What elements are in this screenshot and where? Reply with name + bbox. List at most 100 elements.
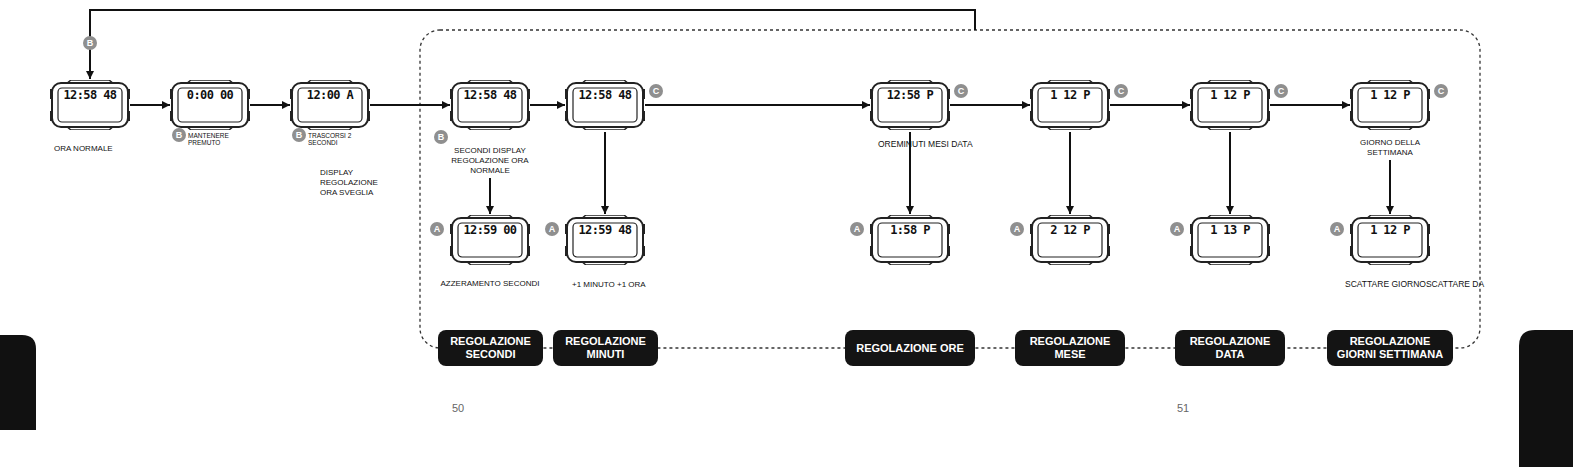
watch-display: 1 12 PGIORNO DELLA SETTIMANA [1350, 80, 1430, 158]
tab-title: REGOLAZIONE DATA [1181, 335, 1279, 361]
watch-button [1427, 246, 1430, 256]
watch-display: 12:59 00AZZERAMENTO SECONDI [450, 215, 530, 289]
watch-case [870, 215, 950, 265]
watch-button [1267, 111, 1270, 121]
display-caption: ORA NORMALE [54, 144, 144, 154]
button-badge: A [850, 222, 864, 236]
watch-face: 2 12 P [1030, 215, 1110, 265]
lcd-readout: 1 12 P [1358, 223, 1422, 257]
flow-arrow [645, 104, 870, 106]
watch-button [565, 89, 568, 99]
watch-case [1190, 215, 1270, 265]
watch-button [1107, 89, 1110, 99]
button-badge: C [1434, 84, 1448, 98]
mode-tab: REGOLAZIONE DATA [1175, 330, 1285, 366]
lcd-readout: 1 13 P [1198, 223, 1262, 257]
flow-arrow [530, 104, 565, 106]
watch-button [290, 111, 293, 121]
lcd-window [1038, 88, 1102, 122]
page-tab [1519, 330, 1573, 467]
watch-display: 0:00 00 [170, 80, 250, 130]
watch-button [1107, 111, 1110, 121]
watch-body [1352, 218, 1428, 262]
watch-button [450, 224, 453, 234]
flow-arrow [1229, 132, 1231, 214]
watch-button [642, 89, 645, 99]
watch-button [127, 89, 130, 99]
watch-button [1427, 224, 1430, 234]
watch-button [1267, 89, 1270, 99]
watch-button [127, 111, 130, 121]
watch-face: 12:59 00 [450, 215, 530, 265]
watch-display: 1 12 P [1350, 215, 1430, 265]
watch-face: 12:58 P [870, 80, 950, 130]
watch-face: 12:58 48 [450, 80, 530, 130]
mode-tab: REGOLAZIONE MINUTI [553, 330, 658, 366]
watch-button [1107, 246, 1110, 256]
lcd-window [458, 223, 522, 257]
watch-button [527, 89, 530, 99]
watch-button [1107, 224, 1110, 234]
watch-button [247, 111, 250, 121]
watch-button [1427, 89, 1430, 99]
watch-button [565, 246, 568, 256]
lcd-window [458, 88, 522, 122]
button-badge: B [172, 128, 186, 142]
lcd-readout: 1:58 P [878, 223, 942, 257]
flow-arrow [1069, 132, 1071, 214]
tab-title: REGOLAZIONE GIORNI SETTIMANA [1333, 335, 1447, 361]
watch-body [52, 83, 128, 127]
watch-button [1267, 246, 1270, 256]
lcd-window [1198, 223, 1262, 257]
watch-button [1190, 224, 1193, 234]
flow-arrow [1270, 104, 1350, 106]
note-text: MANTENERE PREMUTO [188, 132, 244, 147]
page-number: 51 [1177, 402, 1189, 415]
lcd-window [878, 88, 942, 122]
lcd-readout: 12:59 00 [458, 223, 522, 257]
button-badge: A [1010, 222, 1024, 236]
watch-case [450, 80, 530, 130]
watch-body [452, 83, 528, 127]
watch-button [1190, 111, 1193, 121]
watch-button [367, 111, 370, 121]
watch-button [1030, 111, 1033, 121]
watch-case [50, 80, 130, 130]
watch-button [527, 246, 530, 256]
watch-body [1192, 218, 1268, 262]
watch-button [290, 89, 293, 99]
display-caption: SECONDI DISPLAY REGOLAZIONE ORA NORMALE [440, 146, 540, 176]
watch-display: 1 12 P [1190, 80, 1270, 130]
watch-button [565, 224, 568, 234]
lcd-readout: 1 12 P [1038, 88, 1102, 122]
watch-body [1192, 83, 1268, 127]
watch-body [567, 218, 643, 262]
watch-display: 12:58 48 [565, 80, 645, 130]
watch-case [1030, 80, 1110, 130]
lcd-window [573, 88, 637, 122]
watch-button [450, 89, 453, 99]
watch-body [1032, 218, 1108, 262]
mode-tab: REGOLAZIONE GIORNI SETTIMANA [1327, 330, 1453, 366]
display-caption: DISPLAY REGOLAZIONE ORA SVEGLIA [320, 168, 390, 198]
watch-button [1350, 224, 1353, 234]
watch-face: 1 12 P [1190, 80, 1270, 130]
lcd-window [1198, 88, 1262, 122]
button-badge: B [292, 128, 306, 142]
watch-display: 1 12 P [1030, 80, 1110, 130]
page-number: 50 [452, 402, 464, 415]
watch-display: 12:58 P [870, 80, 950, 130]
lcd-window [1038, 223, 1102, 257]
watch-body [872, 83, 948, 127]
watch-button [947, 111, 950, 121]
flow-arrow [489, 178, 491, 214]
button-badge: C [954, 84, 968, 98]
watch-case [1350, 80, 1430, 130]
lcd-readout: 1 12 P [1198, 88, 1262, 122]
lcd-window [573, 223, 637, 257]
button-badge: A [1170, 222, 1184, 236]
watch-display: 12:58 48ORA NORMALE [50, 80, 130, 154]
watch-face: 12:58 48 [50, 80, 130, 130]
